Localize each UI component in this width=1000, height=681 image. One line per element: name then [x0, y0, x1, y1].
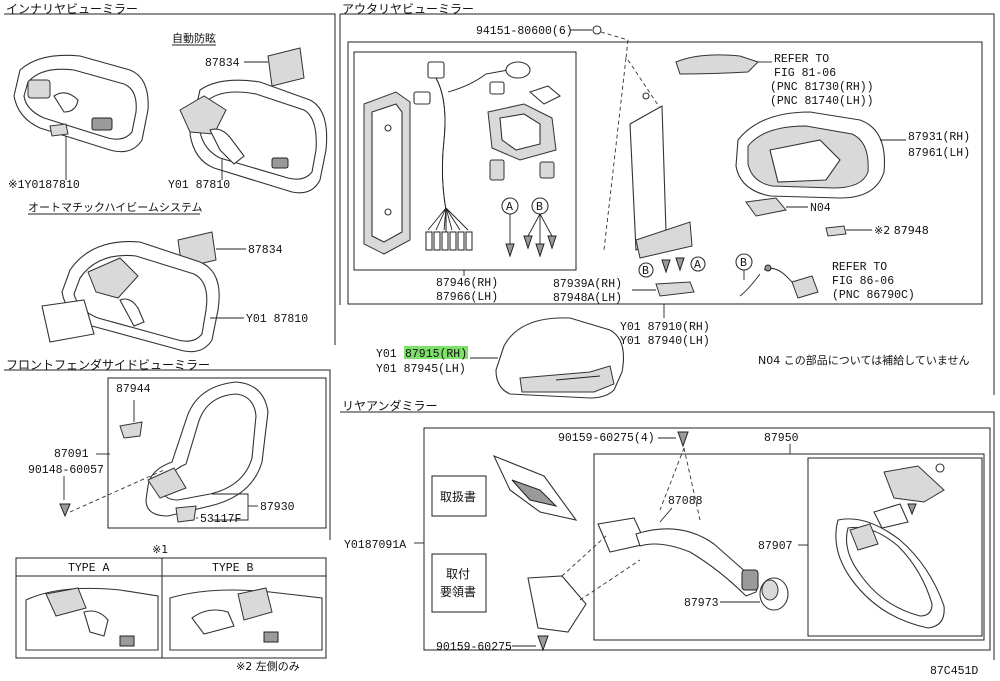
label-90159-60275-b: 90159-60275 [436, 641, 512, 654]
stay-part [635, 528, 758, 597]
label-87834-a: 87834 [205, 57, 240, 70]
label-87931: 87931(RH) [908, 131, 970, 144]
n04-note: N04 この部品については補給していません [758, 353, 970, 367]
manual-1-label: 取扱書 [440, 490, 476, 504]
label-87940: Y01 87940(LH) [620, 335, 710, 348]
bolt-icon [592, 25, 602, 35]
label-87088: 87088 [668, 495, 703, 508]
refer-1-line-4: (PNC 81740(LH)) [770, 95, 874, 108]
manual-booklet-1 [431, 475, 487, 517]
manual-2-line-1: 取付 [446, 567, 470, 581]
inner-mirror-antiglare [179, 47, 328, 194]
fender-mirror-part [145, 381, 269, 523]
section-title-rear-under-mirror: リヤアンダミラー [342, 398, 438, 413]
refer-2-line-2: FIG 86-06 [832, 275, 894, 288]
circle-b-label-2: B [740, 257, 747, 270]
rear-under-mirror-section: リヤアンダミラー Y0187091A 取扱書 取付 要領書 90159-6027… [340, 398, 995, 678]
label-87945: Y01 87945(LH) [376, 363, 466, 376]
manual-2-line-2: 要領書 [440, 584, 476, 599]
type-b-label: TYPE B [212, 562, 254, 575]
outer-mirror-assembly [495, 317, 625, 399]
turn-lamp-part [675, 54, 759, 75]
refer-2-line-3: (PNC 86790C) [832, 289, 915, 302]
label-87966: 87966(LH) [436, 291, 498, 304]
inner-mirror-section: インナリヤビューミラー ※1Y0187810 自動防眩 87834 Y01 87… [4, 2, 336, 353]
label-87948a: 87948A(LH) [553, 292, 622, 305]
label-87907: 87907 [758, 540, 793, 553]
label-y01-87810-c: Y01 87810 [246, 313, 308, 326]
label-90148-60057: 90148-60057 [28, 464, 104, 477]
highlight-87915 [404, 346, 468, 359]
label-87915-prefix: Y01 [376, 348, 397, 361]
label-87946: 87946(RH) [436, 277, 498, 290]
refer-1-line-2: FIG 81-06 [774, 67, 836, 80]
label-87939a: 87939A(RH) [553, 278, 622, 291]
circle-a-label-2: A [694, 259, 701, 272]
bolt-icon-2 [677, 431, 689, 448]
screw-icon [59, 503, 71, 518]
circle-b-label: B [536, 201, 543, 214]
outer-mirror-section: アウタリヤビューミラー 94151-80600(6) [339, 2, 995, 399]
label-87915[interactable]: 87915(RH) [405, 348, 467, 361]
wire-harness-part [413, 61, 531, 251]
label-90159-60275-4: 90159-60275(4) [558, 432, 655, 445]
label-87910: Y01 87910(RH) [620, 321, 710, 334]
label-87944: 87944 [116, 383, 151, 396]
label-87973: 87973 [684, 597, 719, 610]
note-1-mark: ※1 [152, 543, 168, 556]
label-y01-87810-a: ※1Y0187810 [8, 179, 80, 192]
note-2: ※2 左側のみ [236, 660, 300, 673]
mount-part [527, 575, 587, 633]
type-a-label: TYPE A [68, 562, 110, 575]
refer-2-line-1: REFER TO [832, 261, 887, 274]
circle-a-label: A [506, 201, 513, 214]
bolt-icon-3 [537, 635, 549, 652]
section-title-inner-mirror: インナリヤビューミラー [6, 2, 138, 16]
screw-icons [505, 235, 557, 258]
label-87948: ※2 87948 [874, 224, 929, 237]
inner-mirror-standard [13, 54, 149, 180]
type-note-section: ※1 TYPE A TYPE B ※2 左側のみ [15, 543, 327, 673]
section-title-fender-mirror: フロントフェンダサイドビューミラー [6, 357, 210, 372]
label-y01-87810-b: Y01 87810 [168, 179, 230, 192]
refer-1-line-3: (PNC 81730(RH)) [770, 81, 874, 94]
label-y01-87091a: Y0187091A [344, 539, 406, 552]
refer-1-line-1: REFER TO [774, 53, 829, 66]
section-title-outer-mirror: アウタリヤビューミラー [342, 2, 474, 16]
label-n04: N04 [810, 202, 831, 215]
sub-title-auto-high-beam: オートマチックハイビームシステム [28, 201, 203, 214]
under-mirror-part [835, 463, 945, 629]
figure-code: 87C451D [930, 665, 978, 678]
sub-title-auto-antiglare: 自動防眩 [172, 31, 216, 45]
label-87834-b: 87834 [248, 244, 283, 257]
fender-mirror-section: フロントフェンダサイドビューミラー 87944 87091 90148-6005… [4, 357, 331, 540]
circle-b-label-3: B [642, 265, 649, 278]
manual-booklet-2 [431, 553, 487, 613]
label-87091: 87091 [54, 448, 89, 461]
label-94151-80600: 94151-80600(6) [476, 25, 573, 38]
label-87950: 87950 [764, 432, 799, 445]
inner-mirror-high-beam [41, 231, 246, 353]
label-53117f: 53117F [200, 513, 242, 526]
label-87961: 87961(LH) [908, 147, 970, 160]
mirror-glass-part [629, 105, 667, 251]
label-87930: 87930 [260, 501, 295, 514]
